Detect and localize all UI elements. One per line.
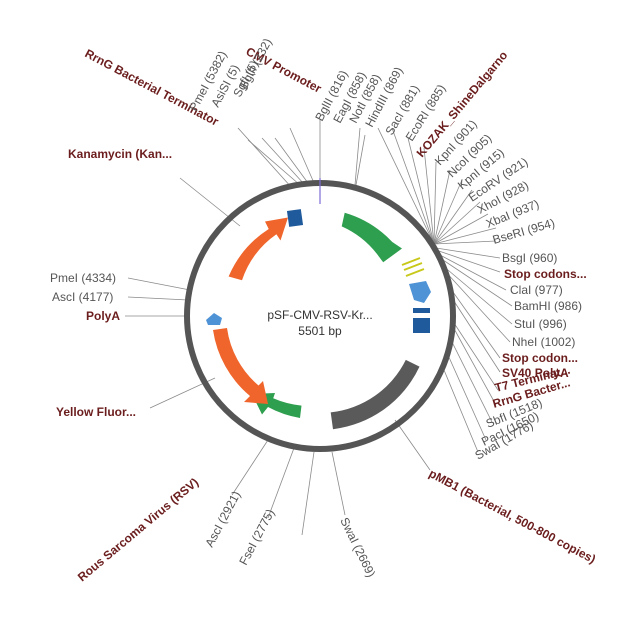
label-asci-2921[interactable]: AscI (2921) bbox=[202, 489, 243, 550]
leader-bseri bbox=[433, 240, 497, 245]
leader-pmei-5382 bbox=[247, 139, 301, 186]
label-sv40-polya[interactable]: SV40 PolyA bbox=[502, 366, 569, 380]
leader-kpni-915 bbox=[433, 189, 473, 245]
plasmid-name: pSF-CMV-RSV-Kr... bbox=[267, 308, 372, 322]
stop-codons-2-feature[interactable] bbox=[405, 268, 425, 277]
leader-swai-2669 bbox=[331, 451, 346, 516]
rrng-bacterial-terminator-feature[interactable] bbox=[286, 209, 304, 227]
leader-rrng-1 bbox=[451, 324, 497, 406]
label-pmb1[interactable]: pMB1 (Bacterial, 500-800 copies) bbox=[427, 466, 598, 566]
leader-xbai bbox=[433, 227, 497, 245]
label-bamhi-986[interactable]: BamHI (986) bbox=[514, 299, 582, 313]
leader-clai bbox=[439, 254, 507, 291]
leader-sv40 bbox=[449, 294, 501, 373]
pmb1-feature[interactable] bbox=[330, 359, 420, 430]
leader-rsv bbox=[231, 439, 269, 496]
plasmid-size: 5501 bp bbox=[298, 324, 342, 338]
kanamycin-feature[interactable] bbox=[228, 217, 288, 281]
leader-noti bbox=[377, 127, 435, 245]
stop-codons-1-feature[interactable] bbox=[401, 257, 421, 266]
leader-pmb1 bbox=[394, 419, 431, 471]
label-yellow-fluor[interactable]: Yellow Fluor... bbox=[56, 405, 136, 419]
leader-pmei-4334 bbox=[127, 277, 191, 291]
label-nhei-1002[interactable]: NheI (1002) bbox=[512, 335, 575, 349]
leader-sgfi bbox=[274, 137, 309, 184]
polya-feature[interactable] bbox=[206, 313, 222, 325]
leader-kpni-901 bbox=[433, 169, 451, 245]
leader-xhoi bbox=[433, 213, 489, 245]
leader-swai-1776 bbox=[443, 369, 479, 453]
leader-paci bbox=[447, 354, 487, 441]
leader-bamhi bbox=[439, 257, 513, 307]
yellow-fluor-feature[interactable] bbox=[213, 328, 268, 404]
label-clai-977[interactable]: ClaI (977) bbox=[510, 283, 563, 297]
rrng-bacterial-1-feature[interactable] bbox=[413, 318, 430, 333]
stop-codons-1b-feature[interactable] bbox=[403, 262, 423, 271]
leader-asci-2921 bbox=[267, 447, 295, 519]
leader-saci bbox=[407, 137, 435, 245]
label-pmei-4334[interactable]: PmeI (4334) bbox=[50, 271, 116, 285]
leader-hindiii bbox=[391, 127, 435, 245]
leader-lines bbox=[125, 120, 513, 536]
label-kanamycin[interactable]: Kanamycin (Kan... bbox=[68, 147, 172, 161]
leader-kozak bbox=[433, 161, 437, 245]
cmv-promoter-feature[interactable] bbox=[341, 212, 402, 263]
label-stop-codons-2[interactable]: Stop codon... bbox=[502, 351, 578, 365]
leader-ecorv bbox=[433, 201, 481, 245]
leader-ecori bbox=[423, 147, 435, 245]
leader-asisi bbox=[261, 137, 305, 185]
leader-rrng-terminator bbox=[237, 127, 293, 189]
leader-fsei bbox=[301, 451, 315, 536]
sv40-polya-feature[interactable] bbox=[409, 281, 431, 303]
label-stui-996[interactable]: StuI (996) bbox=[514, 317, 567, 331]
label-asci-4177[interactable]: AscI (4177) bbox=[52, 290, 113, 304]
label-stop-codons-1[interactable]: Stop codons... bbox=[504, 267, 587, 281]
label-bsgi-960[interactable]: BsgI (960) bbox=[502, 251, 557, 265]
leader-stop-2 bbox=[447, 284, 501, 359]
leader-bglii-232 bbox=[289, 127, 315, 184]
leader-asci-4177 bbox=[127, 296, 189, 301]
t7-terminator-feature[interactable] bbox=[413, 308, 430, 313]
leader-eagi bbox=[355, 134, 366, 186]
leader-bsgi bbox=[435, 247, 501, 259]
leader-stui bbox=[441, 264, 513, 325]
leader-t7 bbox=[451, 319, 499, 391]
leader-sbfi bbox=[450, 339, 493, 423]
leader-nhei bbox=[443, 269, 511, 343]
leader-ncoi bbox=[433, 179, 463, 245]
label-polya[interactable]: PolyA bbox=[86, 309, 120, 323]
leader-bglii-816 bbox=[354, 127, 361, 186]
label-fsei-2775[interactable]: FseI (2775) bbox=[236, 507, 277, 568]
leader-stop-1 bbox=[435, 249, 501, 273]
label-rsv[interactable]: Rous Sarcoma Virus (RSV) bbox=[75, 475, 201, 584]
label-swai-2669[interactable]: SwaI (2669) bbox=[337, 515, 378, 579]
